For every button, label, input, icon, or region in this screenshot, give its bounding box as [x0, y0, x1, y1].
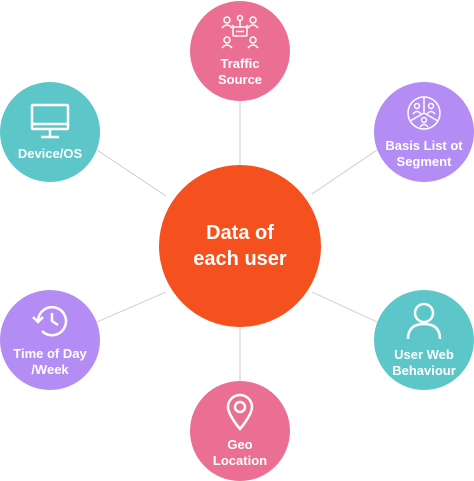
- connector-basis: [311, 149, 378, 195]
- segment-pie-icon: [407, 96, 441, 130]
- node-basis-list-segment: Basis List ot Segment: [374, 82, 474, 182]
- traffic-source-label: Traffic Source: [217, 56, 263, 87]
- geo-location-label: Geo Location: [212, 437, 268, 468]
- center-label: Data of each user: [193, 222, 287, 270]
- node-time-of-day: Time of Day /Week: [0, 290, 100, 390]
- basis-list-label: Basis List ot Segment: [385, 138, 463, 169]
- node-user-web-behaviour: User Web Behaviour: [374, 290, 474, 390]
- connector-time: [96, 291, 167, 323]
- device-os-label: Device/OS: [17, 146, 83, 161]
- node-device-os: Device/OS: [0, 82, 100, 182]
- monitor-icon: [30, 103, 70, 139]
- center-node: Data of each user: [159, 165, 321, 327]
- network-people-icon: [221, 14, 259, 49]
- time-of-day-label: Time of Day /Week: [13, 346, 87, 377]
- connector-userweb: [311, 291, 378, 323]
- user-icon: [406, 302, 442, 340]
- location-pin-icon: [226, 393, 254, 431]
- node-traffic-source: Traffic Source: [190, 1, 290, 101]
- node-geo-location: Geo Location: [190, 381, 290, 481]
- user-web-label: User Web Behaviour: [392, 347, 456, 378]
- connector-device: [96, 149, 167, 197]
- history-clock-icon: [32, 305, 68, 337]
